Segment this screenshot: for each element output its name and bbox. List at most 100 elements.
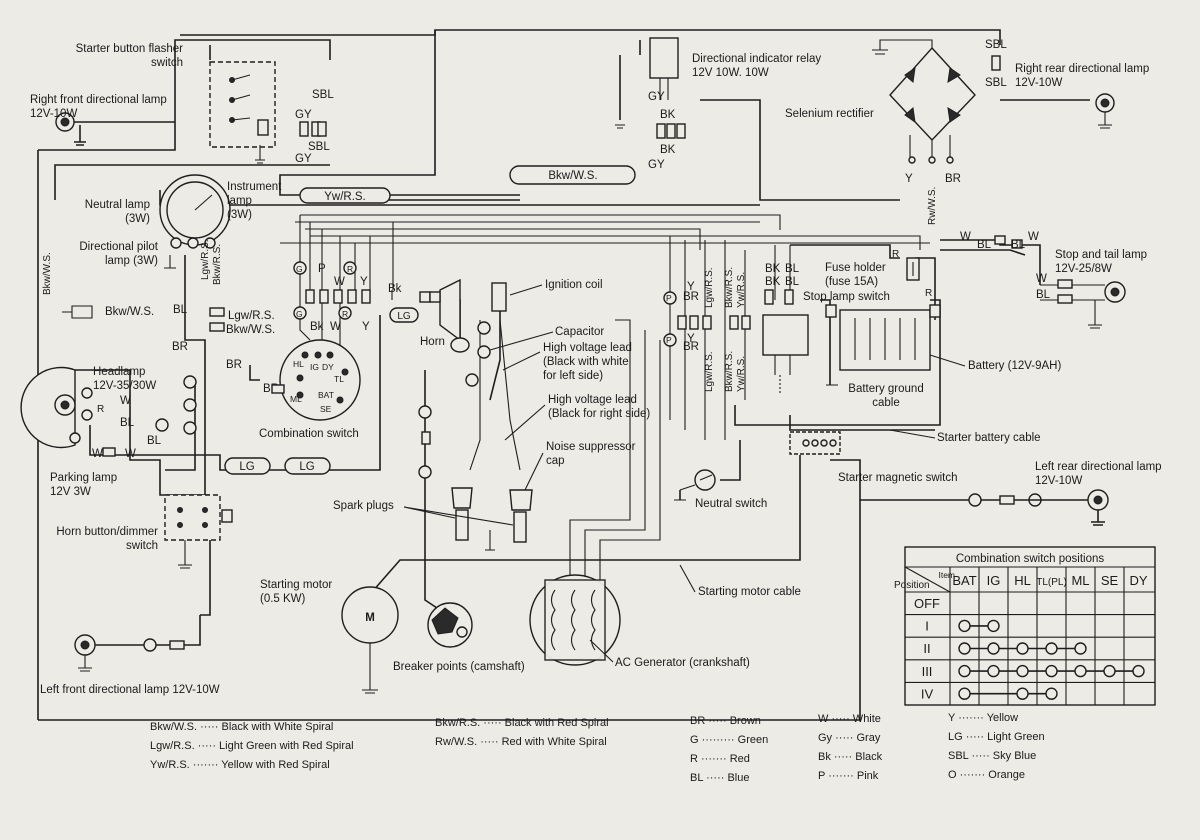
spark-plugs-label: Spark plugs: [333, 500, 394, 512]
directional-relay: [615, 37, 679, 129]
code-r-fuse2: R: [925, 288, 932, 299]
ac-generator: [529, 574, 621, 666]
legend-17: O ······· Orange: [948, 769, 1025, 781]
combo-contact-dot: [987, 642, 1000, 655]
code-bl-2: BL: [147, 435, 162, 447]
code-w-st2: W: [1028, 231, 1039, 243]
hv-lead-right-label: High voltage lead(Black for right side): [548, 394, 650, 420]
code-sbl-2: SBL: [308, 141, 330, 153]
sleeve-lg-2: LG: [299, 461, 314, 473]
code-bl-sls: BL: [785, 263, 800, 275]
combo-col-header: IG: [987, 573, 1001, 588]
breaker-points-label: Breaker points (camshaft): [393, 661, 525, 673]
horn-dimmer-switch: [164, 494, 233, 569]
code-p-m2: P: [666, 335, 672, 345]
legend-5: Rw/W.S. ····· Red with White Spiral: [435, 736, 607, 748]
spark-plugs: [418, 405, 533, 551]
combo-contact-dot: [1045, 642, 1058, 655]
combo-row-label: OFF: [914, 596, 940, 611]
right-front-lamp: [55, 112, 175, 146]
legend-14: Y ······· Yellow: [948, 712, 1018, 724]
legend-15: LG ····· Light Green: [948, 731, 1045, 743]
code-bk-sls: BK: [765, 263, 781, 275]
combo-contact-dot: [1016, 687, 1029, 700]
sleeve-lg-3: LG: [397, 311, 411, 322]
combo-col-header: TL(PL): [1036, 577, 1067, 588]
term-tl: TL: [334, 374, 344, 384]
fuse-holder-label: Fuse holder(fuse 15A): [825, 262, 886, 288]
code-w-st3: W: [1036, 273, 1047, 285]
battery: [825, 304, 941, 386]
code-y-c2: Y: [362, 321, 370, 333]
neutral-lamp-label: Neutral lamp(3W): [85, 199, 150, 225]
code-w-1: W: [92, 448, 103, 460]
combo-contact-dot: [1074, 664, 1087, 678]
code-bk-sls2: BK: [765, 276, 781, 288]
right-rear-lamp: [991, 55, 1115, 129]
code-lgw-rs-v1: Lgw/R.S.: [200, 239, 211, 280]
code-bkw-ws-v: Bkw/W.S.: [42, 252, 53, 295]
sleeve-yw-rs: Yw/R.S.: [324, 191, 366, 203]
combo-row-label: II: [923, 641, 930, 656]
wire-sleeves: Bkw/W.S. Yw/R.S. LG LG LG: [224, 165, 636, 475]
combo-row-label: I: [925, 619, 929, 634]
combination-switch-label: Combination switch: [259, 428, 359, 440]
combo-col-header: SE: [1101, 573, 1119, 588]
combo-contact-dot: [958, 687, 971, 700]
headlamp: [20, 366, 93, 449]
breaker-points: [427, 602, 473, 648]
code-bl-hl: BL: [120, 417, 135, 429]
legend-16: SBL ····· Sky Blue: [948, 750, 1036, 762]
combo-col-header: DY: [1129, 573, 1147, 588]
legend-3: Yw/R.S. ······· Yellow with Red Spiral: [150, 759, 330, 771]
code-r-c1: R: [347, 264, 353, 274]
code-sbl-1: SBL: [312, 89, 334, 101]
left-front-lamp-label: Left front directional lamp 12V-10W: [40, 684, 220, 696]
term-ig: IG: [310, 362, 319, 372]
legend-7: G ········· Green: [690, 734, 768, 746]
stop-tail-lamp: [994, 235, 1126, 329]
code-bk-c: Bk: [310, 321, 324, 333]
combo-contact-dot: [958, 664, 971, 678]
code-bkw-rs-v1: Bkw/R.S.: [212, 244, 223, 285]
code-bkw-rs-m2: Bkw/R.S.: [724, 351, 735, 392]
code-r-hl: R: [97, 404, 104, 415]
code-bkw-ws-left: Bkw/W.S.: [105, 306, 154, 318]
code-p-c: P: [318, 263, 326, 275]
code-bk-horn: Bk: [388, 283, 402, 295]
sleeve-lg-1: LG: [239, 461, 254, 473]
code-p-m1: P: [666, 293, 672, 303]
ignition-coil-label: Ignition coil: [545, 279, 603, 291]
neutral-switch: [674, 469, 716, 501]
starter-battery-cable-label: Starter battery cable: [937, 432, 1041, 444]
combo-contact-dot: [987, 664, 1000, 678]
combo-col-header: ML: [1071, 573, 1089, 588]
code-rw-ws: Rw/W.S.: [927, 187, 938, 225]
starting-motor-cable-label: Starting motor cable: [698, 586, 801, 598]
left-rear-lamp: [968, 489, 1109, 526]
ac-generator-label: AC Generator (crankshaft): [615, 657, 750, 669]
code-lgw-rs-h: Lgw/R.S.: [228, 310, 275, 322]
combo-contact-dot: [1045, 687, 1058, 700]
code-w-hl: W: [120, 395, 131, 407]
code-br-2: BR: [226, 359, 242, 371]
code-y-m2: Y: [687, 333, 695, 345]
code-bkw-rs-m: Bkw/R.S.: [724, 267, 735, 308]
combo-contact-dot: [958, 642, 971, 655]
legend-13: P ······· Pink: [818, 770, 879, 782]
left-front-lamp: [74, 615, 201, 672]
code-g-c1: G: [296, 264, 303, 274]
ignition-coil: [465, 282, 507, 387]
instrument-gauge: [159, 174, 231, 269]
